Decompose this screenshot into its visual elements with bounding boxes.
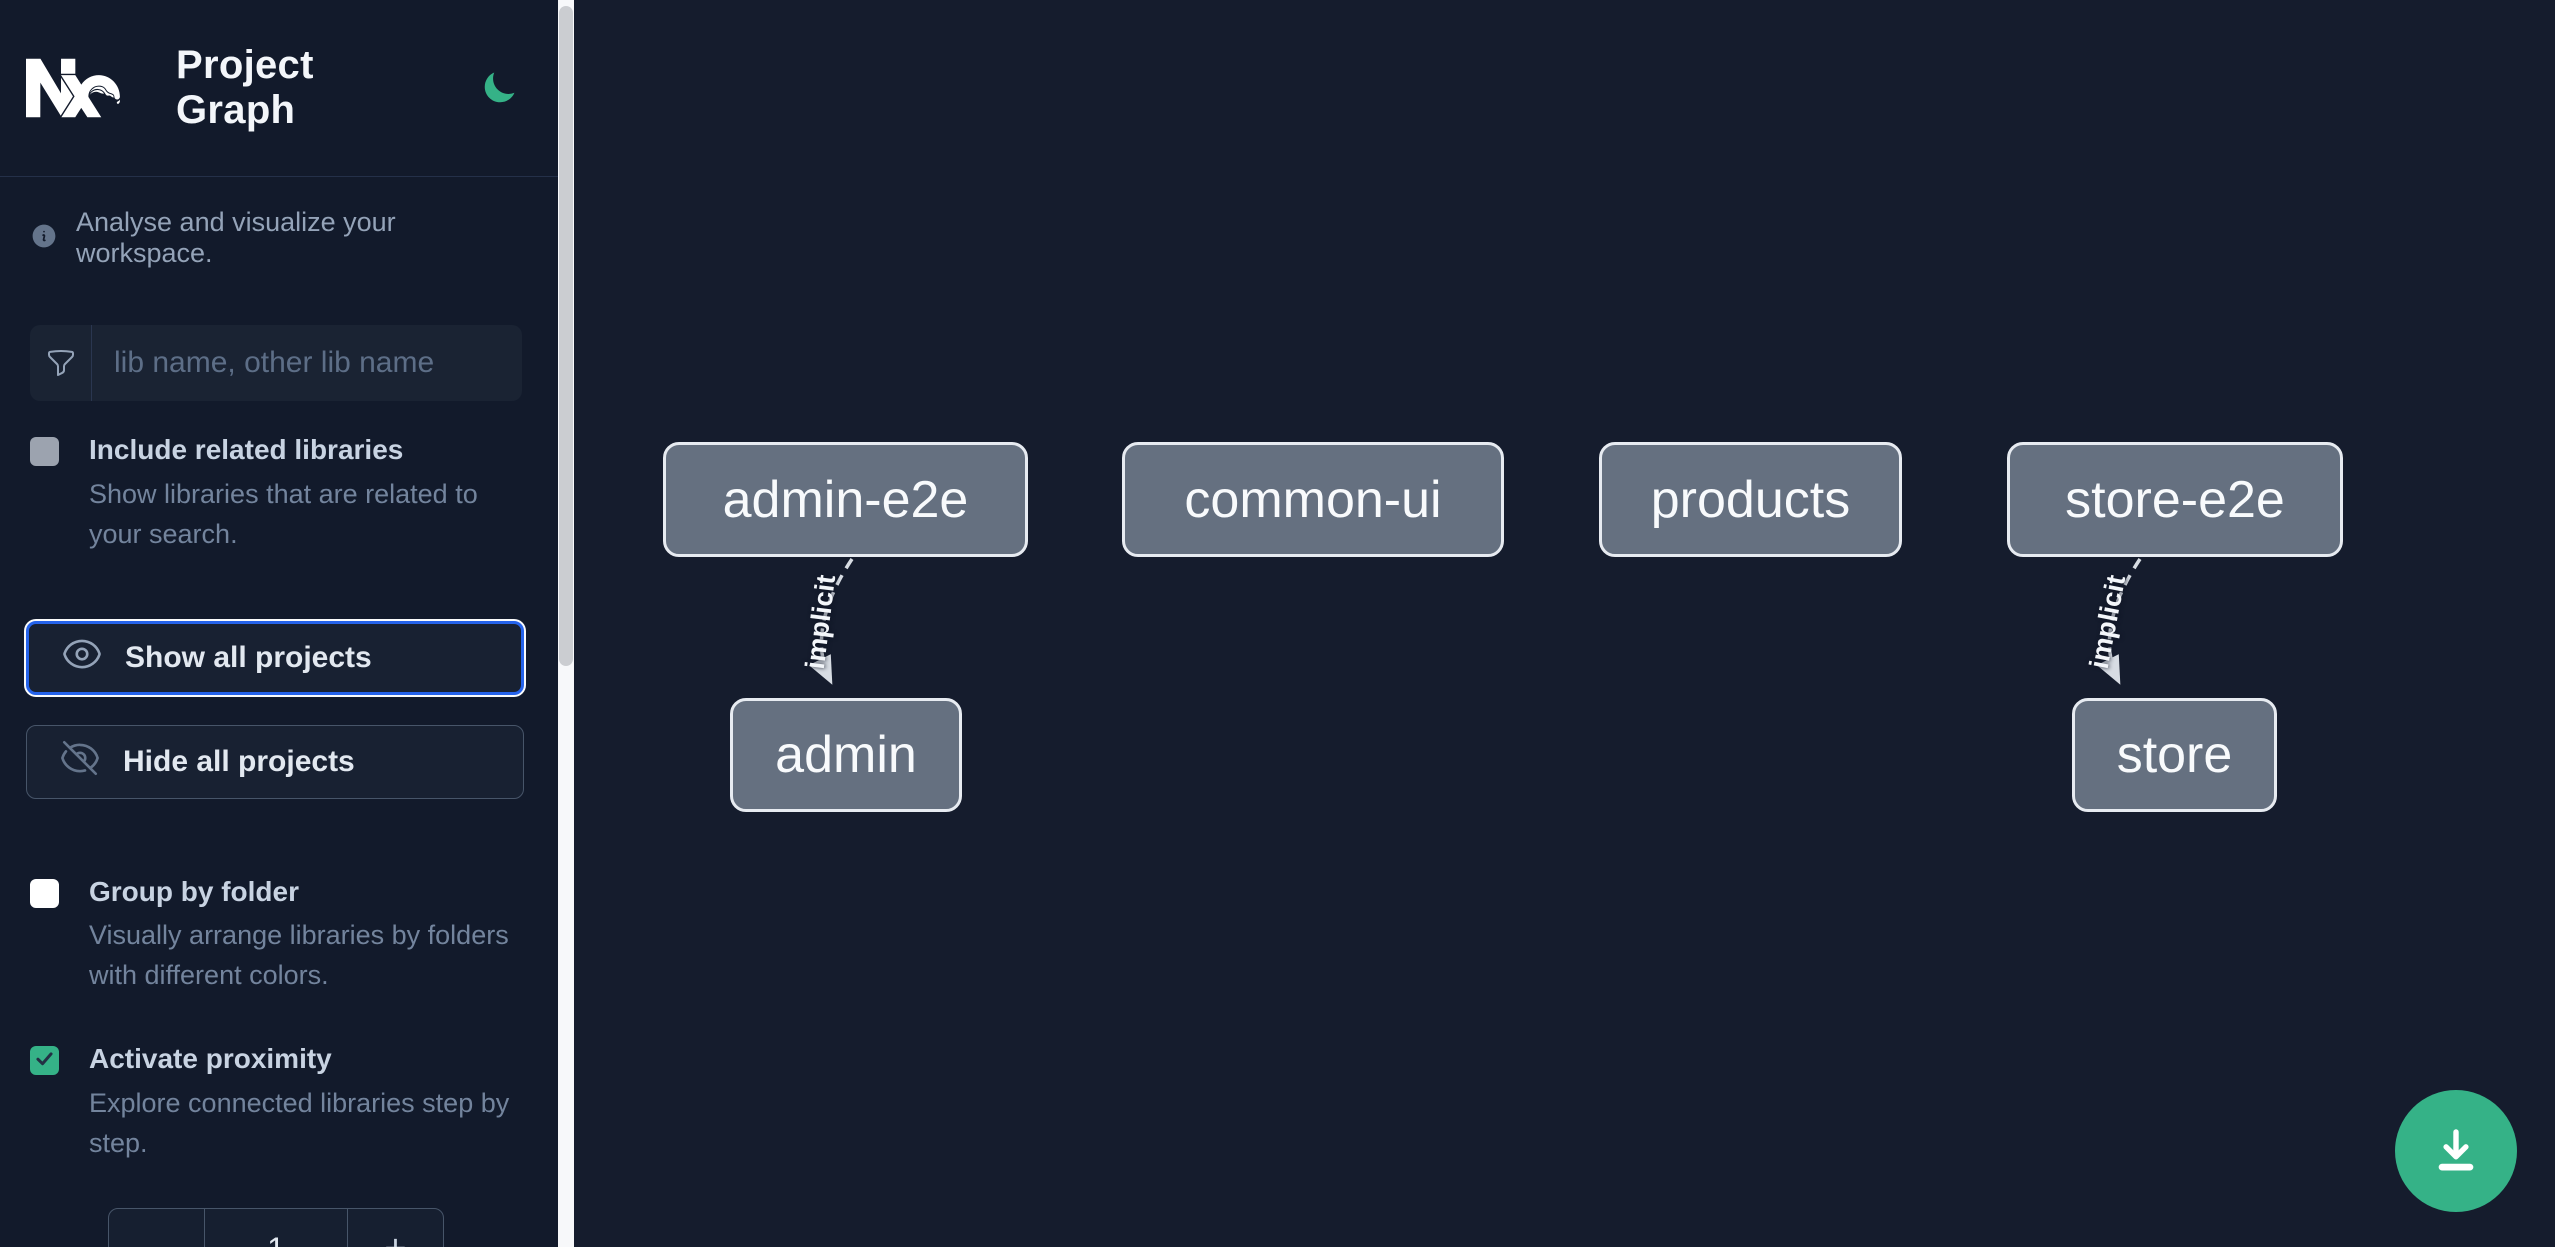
group-by-folder-checkbox[interactable] <box>30 878 59 908</box>
info-icon <box>30 222 58 255</box>
page-title: Project Graph <box>176 43 314 132</box>
option-label: Include related libraries <box>89 434 404 465</box>
option-description: Show libraries that are related to your … <box>89 478 478 549</box>
graph-edges-layer <box>808 558 2142 685</box>
eye-slash-icon <box>59 737 101 787</box>
include-related-option: Include related libraries Show libraries… <box>30 433 510 555</box>
graph-canvas[interactable]: implicit implicit admin-e2e common-ui pr… <box>574 0 2555 1247</box>
sidebar-scrollbar-thumb[interactable] <box>559 6 573 666</box>
funnel-icon <box>30 325 92 401</box>
increment-button[interactable]: + <box>347 1208 443 1247</box>
graph-node-common-ui[interactable]: common-ui <box>1122 442 1504 557</box>
download-graph-button[interactable] <box>2395 1090 2517 1212</box>
moon-icon <box>480 72 518 110</box>
option-label: Activate proximity <box>89 1043 332 1074</box>
graph-node-admin-e2e[interactable]: admin-e2e <box>663 442 1028 557</box>
sidebar-scrollbar-track[interactable] <box>558 0 574 1247</box>
download-icon <box>2429 1123 2483 1180</box>
graph-node-store[interactable]: store <box>2072 698 2277 812</box>
show-all-projects-label: Show all projects <box>125 640 372 674</box>
include-related-checkbox[interactable] <box>30 437 59 466</box>
search-input[interactable] <box>92 325 522 401</box>
group-by-folder-option: Group by folder Visually arrange librari… <box>30 875 510 997</box>
edge-admin-e2e-to-admin[interactable] <box>808 558 854 685</box>
checkmark-icon <box>34 1048 55 1074</box>
stepper-value: 1 <box>205 1209 347 1247</box>
edge-store-e2e-to-store[interactable] <box>2096 558 2142 685</box>
graph-node-admin[interactable]: admin <box>730 698 962 812</box>
activate-proximity-option: Activate proximity Explore connected lib… <box>30 1042 510 1164</box>
decrement-button[interactable]: − <box>109 1208 205 1247</box>
theme-toggle-button[interactable] <box>480 69 518 107</box>
sidebar: Project Graph Analyse and visualize your… <box>0 0 558 1247</box>
option-description: Visually arrange libraries by folders wi… <box>89 920 509 991</box>
sidebar-header: Project Graph <box>0 0 558 177</box>
option-description: Explore connected libraries step by step… <box>89 1087 510 1158</box>
eye-icon <box>61 633 103 683</box>
nx-logo <box>26 41 120 135</box>
search-box <box>30 325 522 401</box>
activate-proximity-checkbox[interactable] <box>30 1046 59 1075</box>
hide-all-projects-button[interactable]: Hide all projects <box>26 724 524 799</box>
workspace-tagline-row: Analyse and visualize your workspace. <box>30 207 528 269</box>
show-all-projects-button[interactable]: Show all projects <box>26 620 524 695</box>
tagline-text: Analyse and visualize your workspace. <box>76 207 396 268</box>
option-label: Group by folder <box>89 875 299 907</box>
proximity-depth-stepper: − 1 + <box>108 1207 444 1247</box>
graph-node-store-e2e[interactable]: store-e2e <box>2007 442 2343 557</box>
hide-all-projects-label: Hide all projects <box>123 744 355 778</box>
graph-node-products[interactable]: products <box>1599 442 1902 557</box>
